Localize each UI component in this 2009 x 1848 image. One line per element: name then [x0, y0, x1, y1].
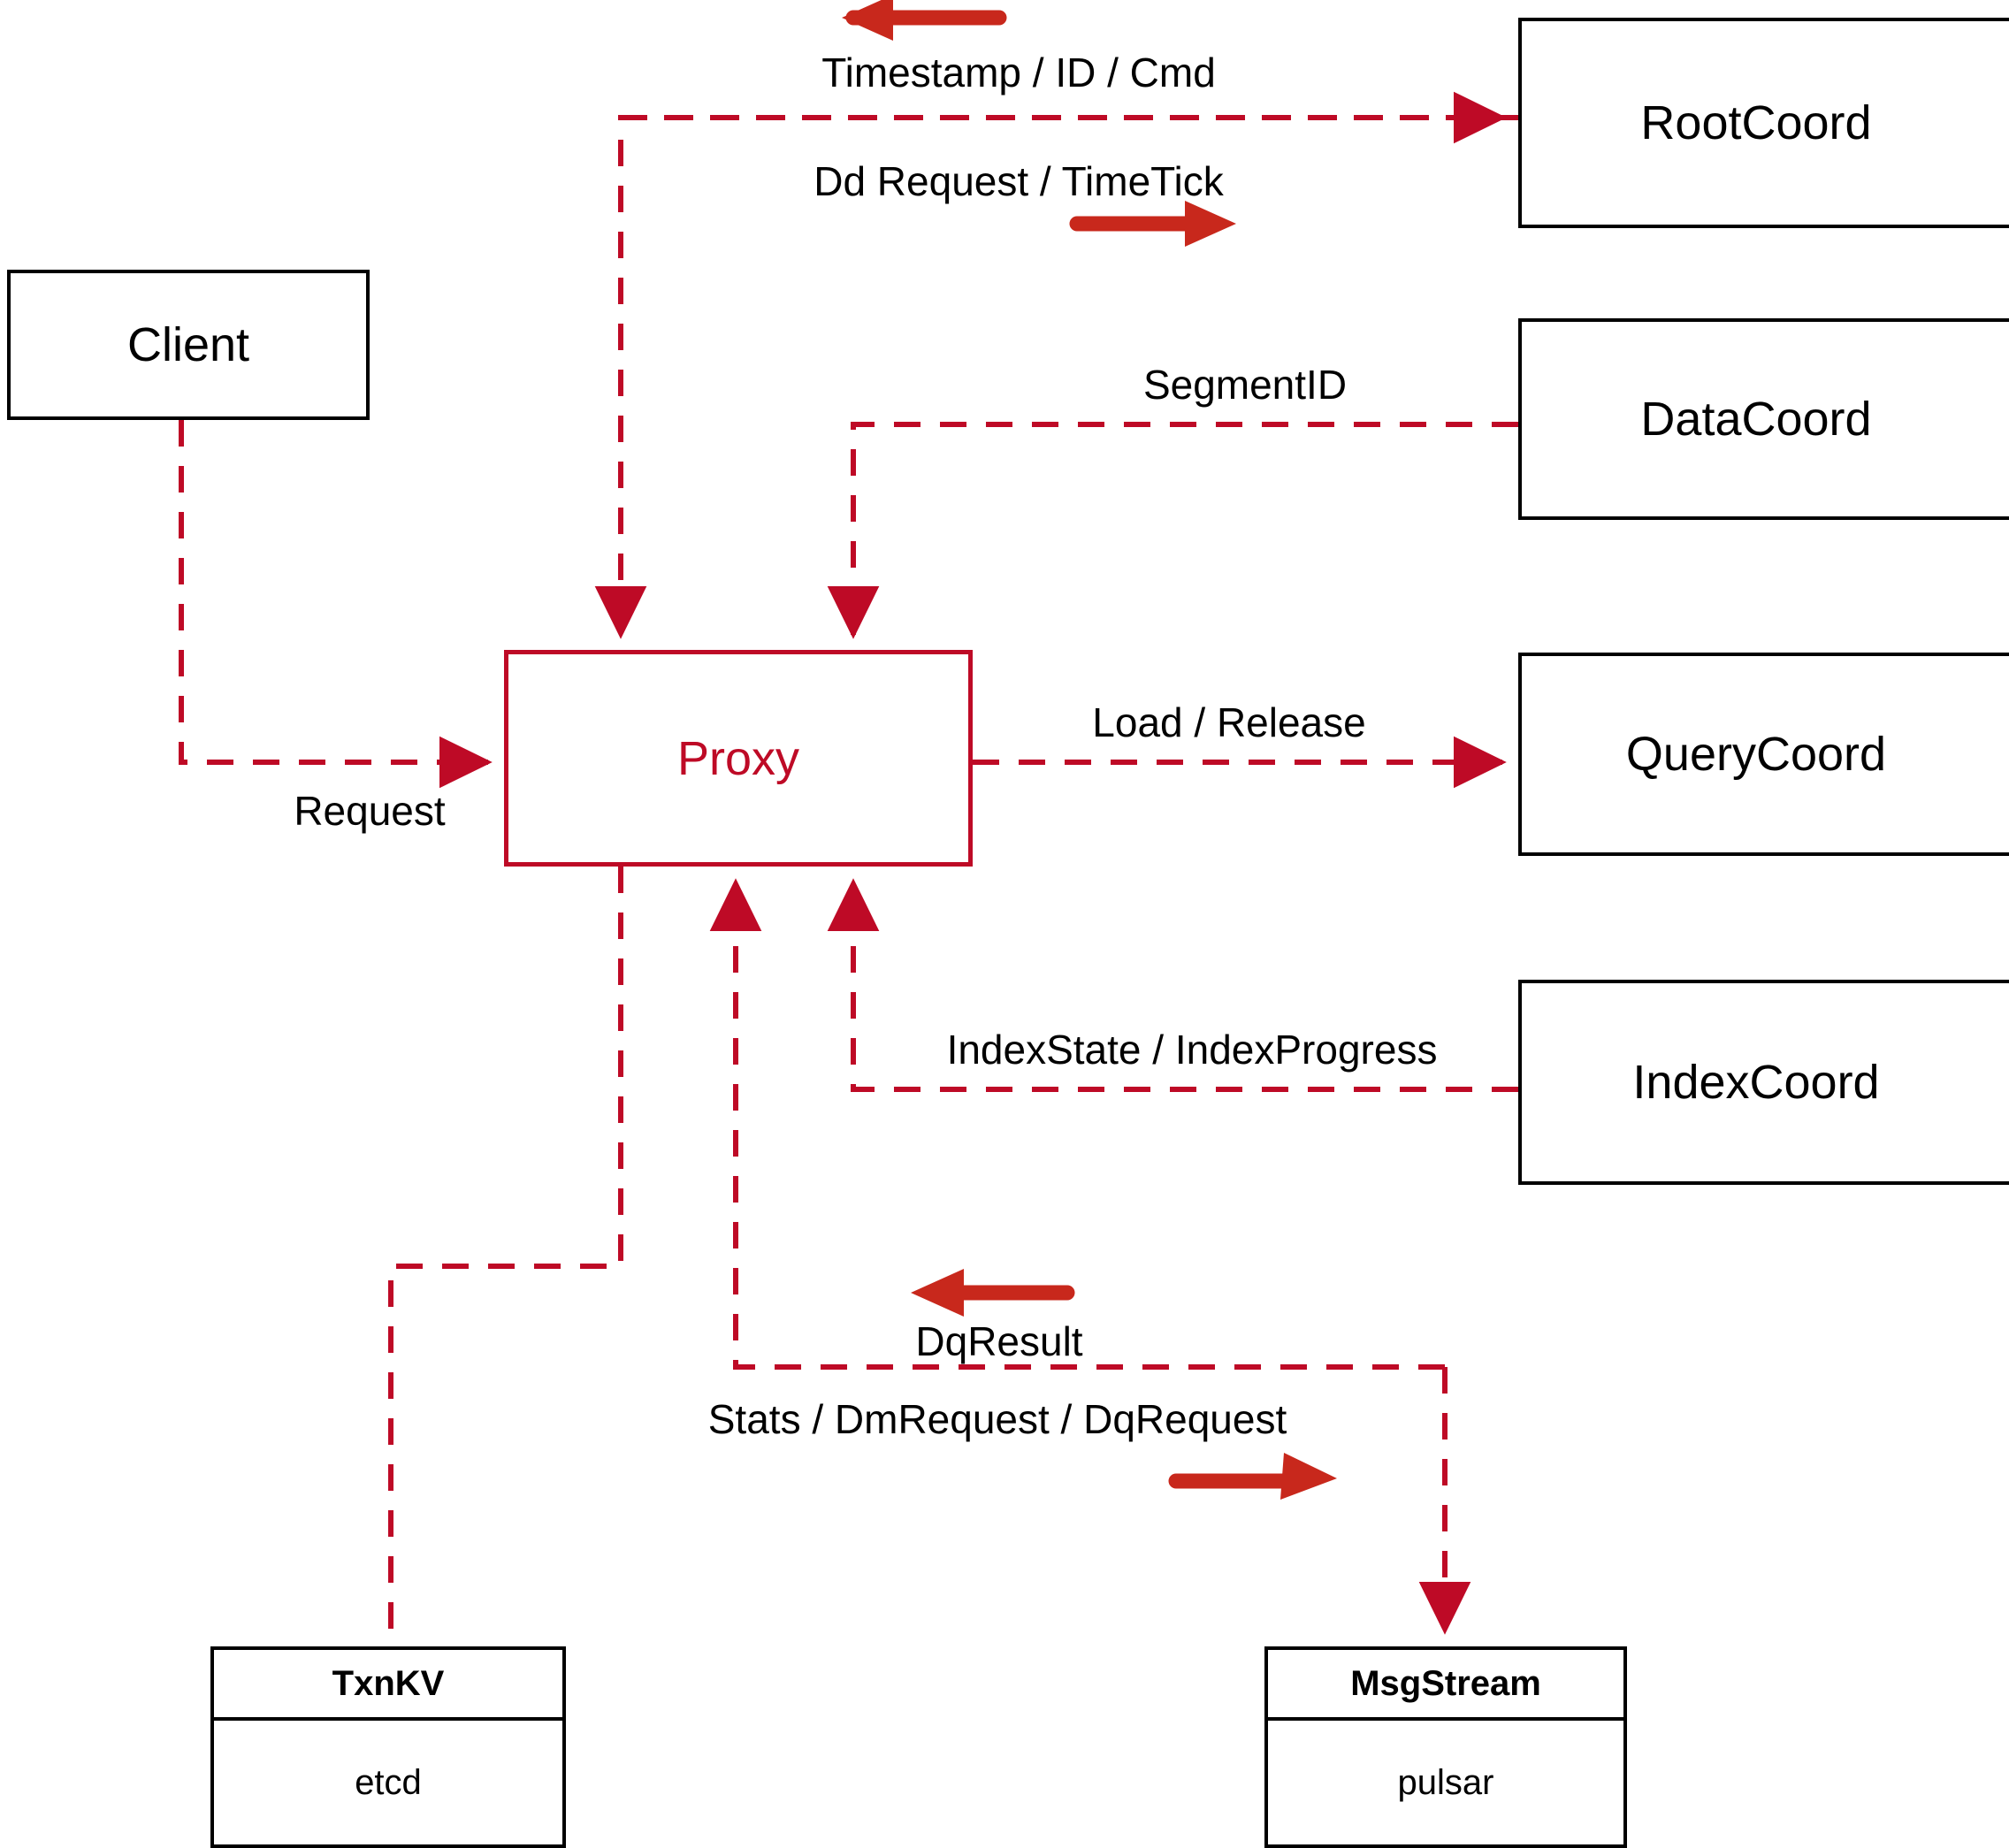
node-datacoord[interactable]: DataCoord [1518, 318, 2009, 520]
node-txnkv-body: etcd [355, 1762, 422, 1802]
edge-label-timestamp-id-cmd: Timestamp / ID / Cmd [821, 50, 1216, 95]
edge-client-to-proxy [179, 420, 493, 789]
node-proxy[interactable]: Proxy [504, 650, 973, 867]
node-txnkv-header: TxnKV [214, 1650, 562, 1721]
edge-label-dd-request-timetick: Dd Request / TimeTick [814, 158, 1224, 204]
node-querycoord[interactable]: QueryCoord [1518, 653, 2009, 856]
direction-arrow-dqresult [911, 1269, 1075, 1317]
node-msgstream-body: pulsar [1397, 1762, 1494, 1802]
edge-label-segment-id: SegmentID [1142, 362, 1348, 408]
node-proxy-label: Proxy [676, 731, 800, 785]
node-client[interactable]: Client [7, 270, 370, 420]
direction-arrow-dmrequest [1168, 1453, 1337, 1500]
direction-arrow-timestamp [842, 0, 1007, 41]
edge-indexcoord-to-proxy [827, 878, 1518, 1092]
edge-datacoord-to-proxy [827, 422, 1518, 639]
edge-label-load-release: Load / Release [1092, 699, 1366, 745]
node-indexcoord-label: IndexCoord [1632, 1056, 1880, 1109]
node-indexcoord[interactable]: IndexCoord [1518, 980, 2009, 1185]
node-msgstream[interactable]: MsgStream pulsar [1264, 1646, 1627, 1848]
node-datacoord-label: DataCoord [1640, 393, 1872, 446]
node-msgstream-header: MsgStream [1268, 1650, 1623, 1721]
direction-arrow-ddrequest [1069, 201, 1236, 247]
edge-label-stats-dm-dq-request: Stats / DmRequest / DqRequest [707, 1396, 1287, 1442]
edge-proxy-to-txnkv [388, 867, 623, 1646]
node-rootcoord-label: RootCoord [1640, 96, 1872, 149]
node-rootcoord[interactable]: RootCoord [1518, 18, 2009, 228]
edge-msgstream-to-proxy [709, 878, 1445, 1370]
edge-label-index-state-progress: IndexState / IndexProgress [946, 1027, 1438, 1073]
edge-label-dq-result: DqResult [915, 1318, 1083, 1364]
edge-label-request: Request [294, 788, 446, 834]
node-querycoord-label: QueryCoord [1625, 728, 1887, 781]
node-client-label: Client [126, 318, 250, 371]
node-txnkv[interactable]: TxnKV etcd [210, 1646, 566, 1848]
